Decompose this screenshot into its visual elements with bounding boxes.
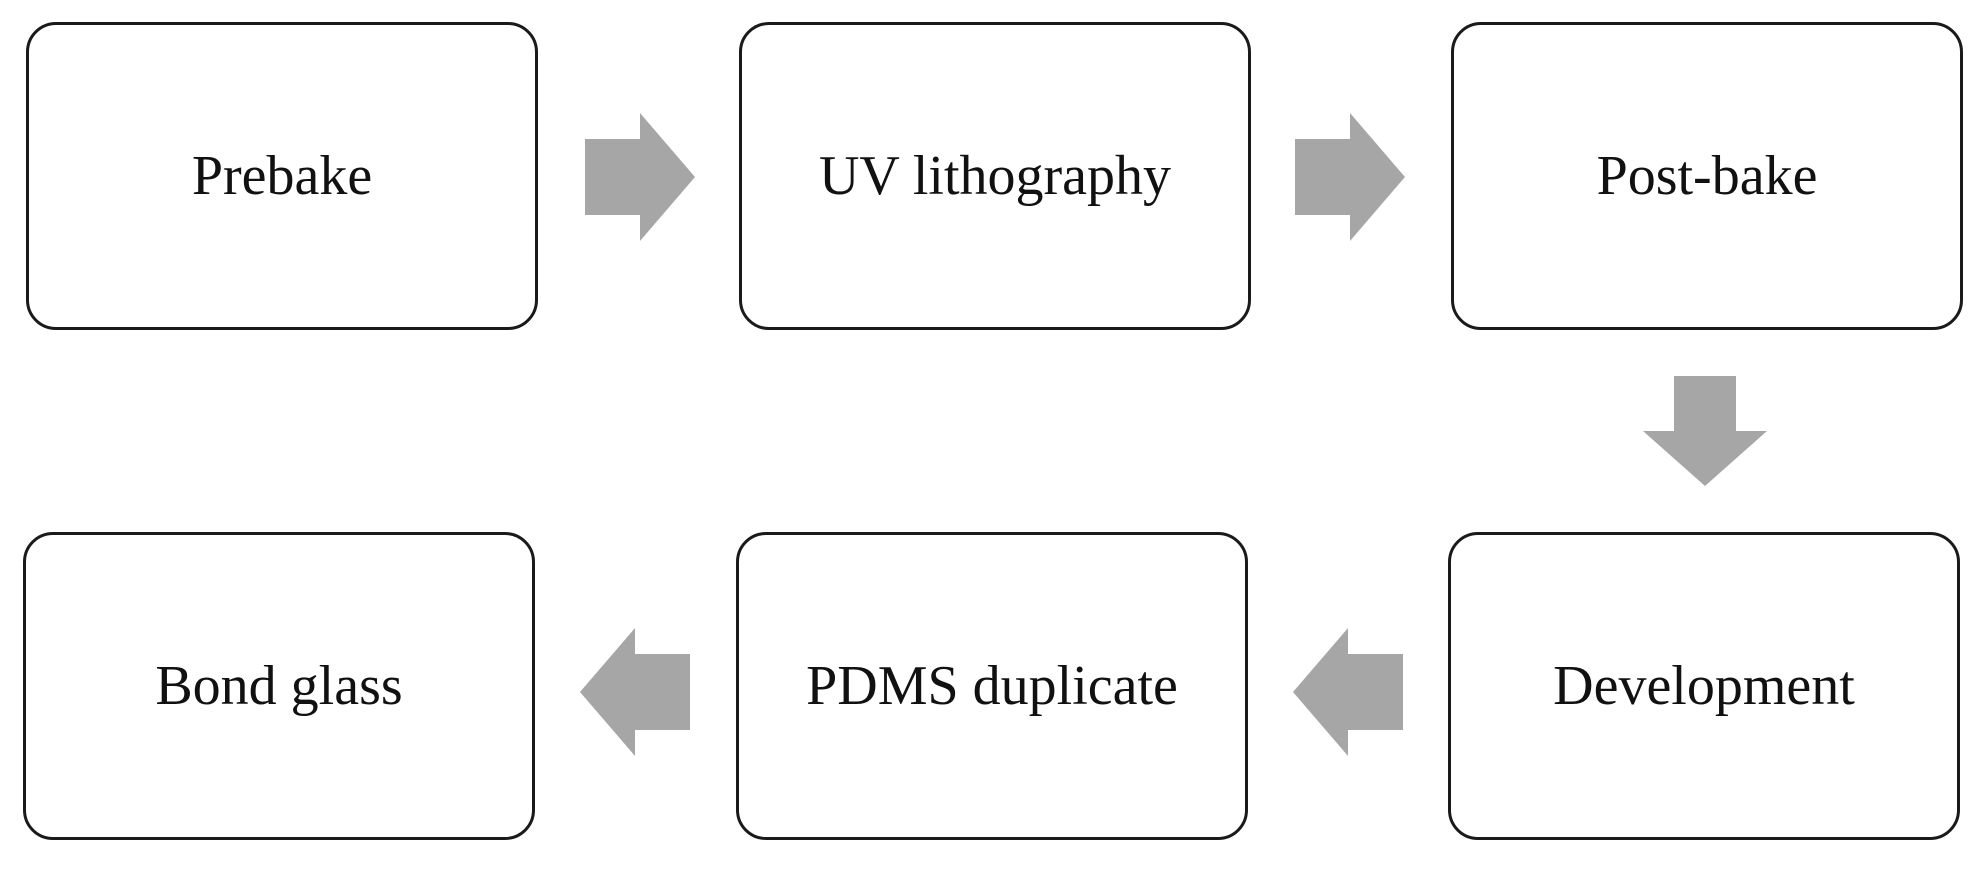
- step-label-uv-lithography: UV lithography: [818, 145, 1172, 207]
- step-label-prebake: Prebake: [191, 145, 373, 207]
- step-label-bond-glass: Bond glass: [155, 655, 403, 717]
- right-arrow-icon: [585, 113, 695, 241]
- right-arrow-icon: [1295, 113, 1405, 241]
- step-box-bond-glass: Bond glass: [23, 532, 535, 840]
- left-arrow-icon: [1293, 628, 1403, 756]
- down-arrow-icon: [1643, 376, 1767, 486]
- step-box-development: Development: [1448, 532, 1960, 840]
- step-box-prebake: Prebake: [26, 22, 538, 330]
- step-box-uv-lithography: UV lithography: [739, 22, 1251, 330]
- step-label-pdms-duplicate: PDMS duplicate: [806, 655, 1178, 717]
- step-box-pdms-duplicate: PDMS duplicate: [736, 532, 1248, 840]
- step-label-development: Development: [1553, 655, 1855, 717]
- step-label-post-bake: Post-bake: [1596, 145, 1818, 207]
- step-box-post-bake: Post-bake: [1451, 22, 1963, 330]
- left-arrow-icon: [580, 628, 690, 756]
